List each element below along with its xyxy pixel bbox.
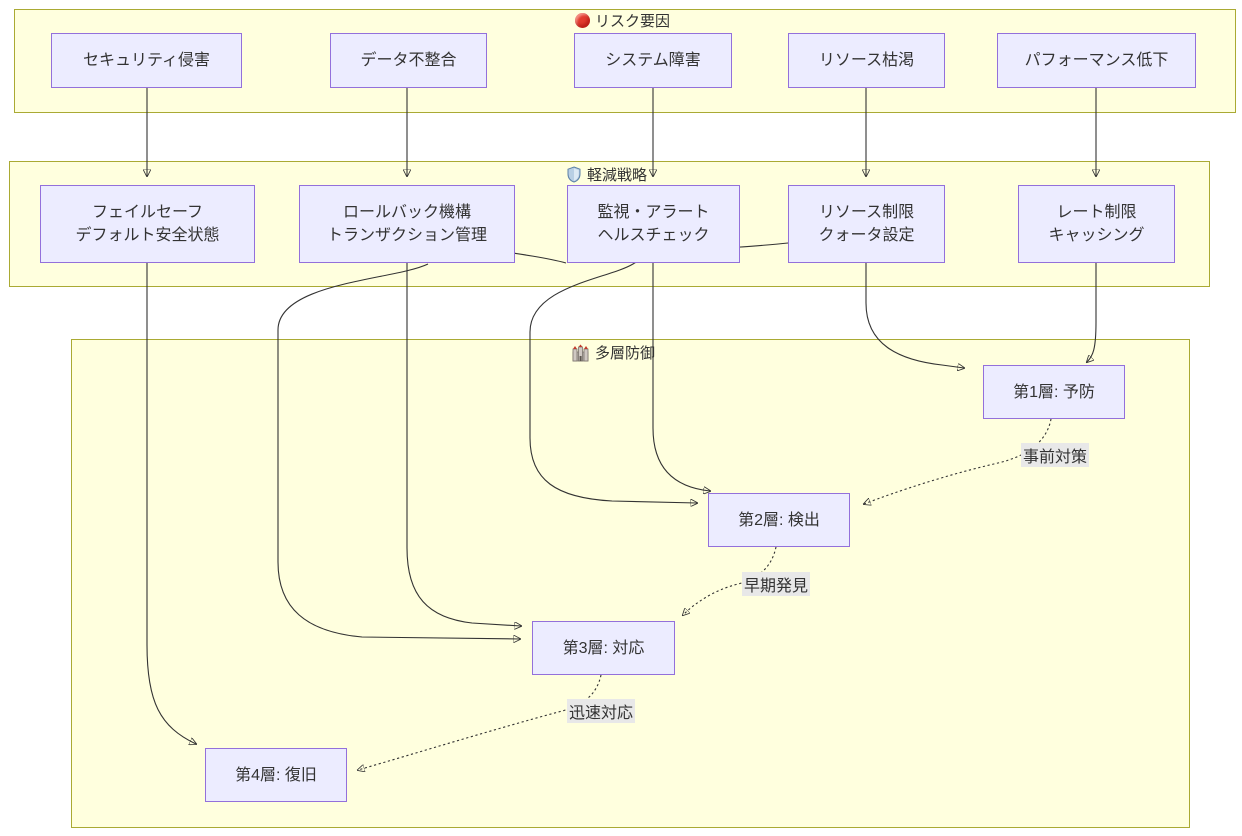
node-data-inconsistency: データ不整合 (330, 33, 487, 88)
red-circle-icon (575, 13, 590, 28)
node-label-line2: キャッシング (1048, 227, 1145, 244)
node-rate-limit: レート制限 キャッシング (1018, 185, 1175, 263)
node-label: 第2層: 検出 (738, 511, 820, 529)
node-performance-degradation: パフォーマンス低下 (997, 33, 1196, 88)
node-label: パフォーマンス低下 (1024, 52, 1169, 69)
section-title-strategies-label: 軽減戦略 (587, 167, 648, 184)
node-rollback: ロールバック機構 トランザクション管理 (299, 185, 515, 263)
section-title-risks-label: リスク要因 (595, 13, 671, 30)
node-layer3-response: 第3層: 対応 (532, 621, 675, 675)
node-layer2-detection: 第2層: 検出 (708, 493, 850, 547)
node-resource-limit: リソース制限 クォータ設定 (788, 185, 945, 263)
edge-resource-layer1 (865, 263, 964, 368)
node-resource-exhaustion: リソース枯渇 (788, 33, 945, 88)
node-label: 第3層: 対応 (562, 639, 645, 657)
node-layer1-prevention: 第1層: 予防 (983, 365, 1125, 419)
node-label-line1: ロールバック機構 (342, 204, 471, 221)
node-label: システム障害 (605, 52, 701, 69)
node-label-line1: フェイルセーフ (91, 204, 204, 221)
node-label: データ不整合 (360, 52, 457, 69)
node-label: 第1層: 予防 (1013, 383, 1095, 401)
edge-resource-layer2 (529, 242, 789, 503)
edge-rate-layer1 (1087, 263, 1097, 362)
edge-layer3-layer4-dotted (358, 674, 602, 770)
section-title-defense-label: 多層防御 (595, 345, 656, 362)
node-label: 第4層: 復旧 (235, 766, 317, 784)
node-label: リソース枯渇 (818, 52, 915, 69)
node-layer4-recovery: 第4層: 復旧 (205, 748, 347, 802)
edge-monitor-layer3 (277, 263, 520, 639)
section-title-strategies: 軽減戦略 (566, 164, 647, 185)
node-failsafe: フェイルセーフ デフォルト安全状態 (40, 185, 255, 263)
node-security-breach: セキュリティ侵害 (51, 33, 242, 88)
section-title-defense: 多層防御 (571, 342, 655, 363)
node-label-line1: 監視・アラート (597, 204, 710, 221)
node-label-line2: クォータ設定 (818, 227, 915, 244)
node-label: セキュリティ侵害 (82, 52, 211, 69)
node-label-line1: リソース制限 (818, 204, 915, 221)
section-defense (71, 339, 1190, 828)
node-label-line1: レート制限 (1056, 204, 1137, 221)
node-monitoring: 監視・アラート ヘルスチェック (567, 185, 740, 263)
edge-label-proactive-measures: 事前対策 (1020, 443, 1090, 467)
node-label-line2: トランザクション管理 (326, 227, 487, 244)
node-system-failure: システム障害 (574, 33, 732, 88)
edge-label-early-detection: 早期発見 (741, 572, 811, 596)
shield-icon (566, 166, 582, 183)
section-title-risks: リスク要因 (575, 10, 670, 31)
node-label-line2: ヘルスチェック (597, 227, 710, 244)
edge-monitor-layer2 (652, 263, 710, 491)
edge-failsafe-layer4 (146, 263, 196, 744)
castle-icon (571, 344, 590, 362)
edge-rollback-layer3 (406, 263, 521, 626)
edge-label-rapid-response: 迅速対応 (566, 699, 636, 723)
node-label-line2: デフォルト安全状態 (75, 227, 220, 244)
